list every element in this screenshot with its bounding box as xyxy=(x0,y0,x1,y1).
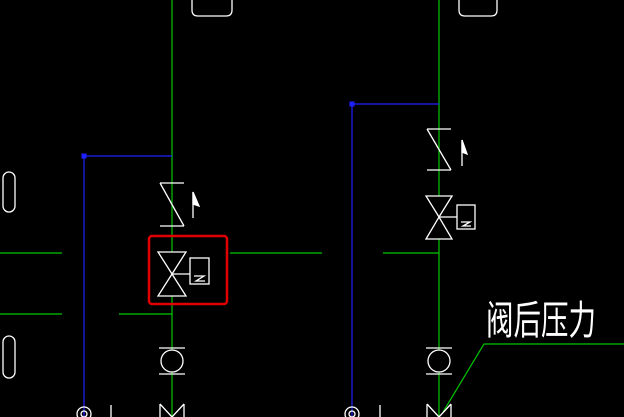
drain-symbol-left-icon xyxy=(76,405,112,417)
fitting-top-right-icon xyxy=(458,0,498,17)
pressure-reducing-valve-icon[interactable] xyxy=(156,251,190,297)
selection-highlight-box xyxy=(147,234,229,306)
signal-line-right xyxy=(351,103,439,417)
strainer-icon xyxy=(426,347,452,375)
check-valve-icon[interactable] xyxy=(426,128,452,171)
pressure-reducing-valve-icon[interactable] xyxy=(424,195,457,240)
pressure-gauge-icon xyxy=(189,257,210,285)
flow-arrow-icon xyxy=(192,191,201,218)
strainer-icon xyxy=(159,347,185,375)
flow-arrow-icon xyxy=(461,139,469,166)
signal-node-left xyxy=(81,153,87,159)
signal-line-left xyxy=(83,155,172,417)
side-oval-bottom-icon xyxy=(2,335,16,379)
gate-valve-bottom-right-icon xyxy=(426,403,452,417)
gate-valve-bottom-left-icon xyxy=(159,403,185,417)
signal-lines xyxy=(81,101,439,417)
pressure-gauge-icon xyxy=(456,204,476,230)
annotation-leader-line xyxy=(442,343,624,413)
drain-symbol-right-icon xyxy=(344,405,381,417)
annotation-label[interactable]: 阀后压力 xyxy=(486,298,596,344)
side-oval-top-icon xyxy=(2,171,16,213)
check-valve-icon[interactable] xyxy=(159,182,185,227)
fitting-top-left-icon xyxy=(191,0,233,17)
signal-node-right xyxy=(349,101,355,107)
